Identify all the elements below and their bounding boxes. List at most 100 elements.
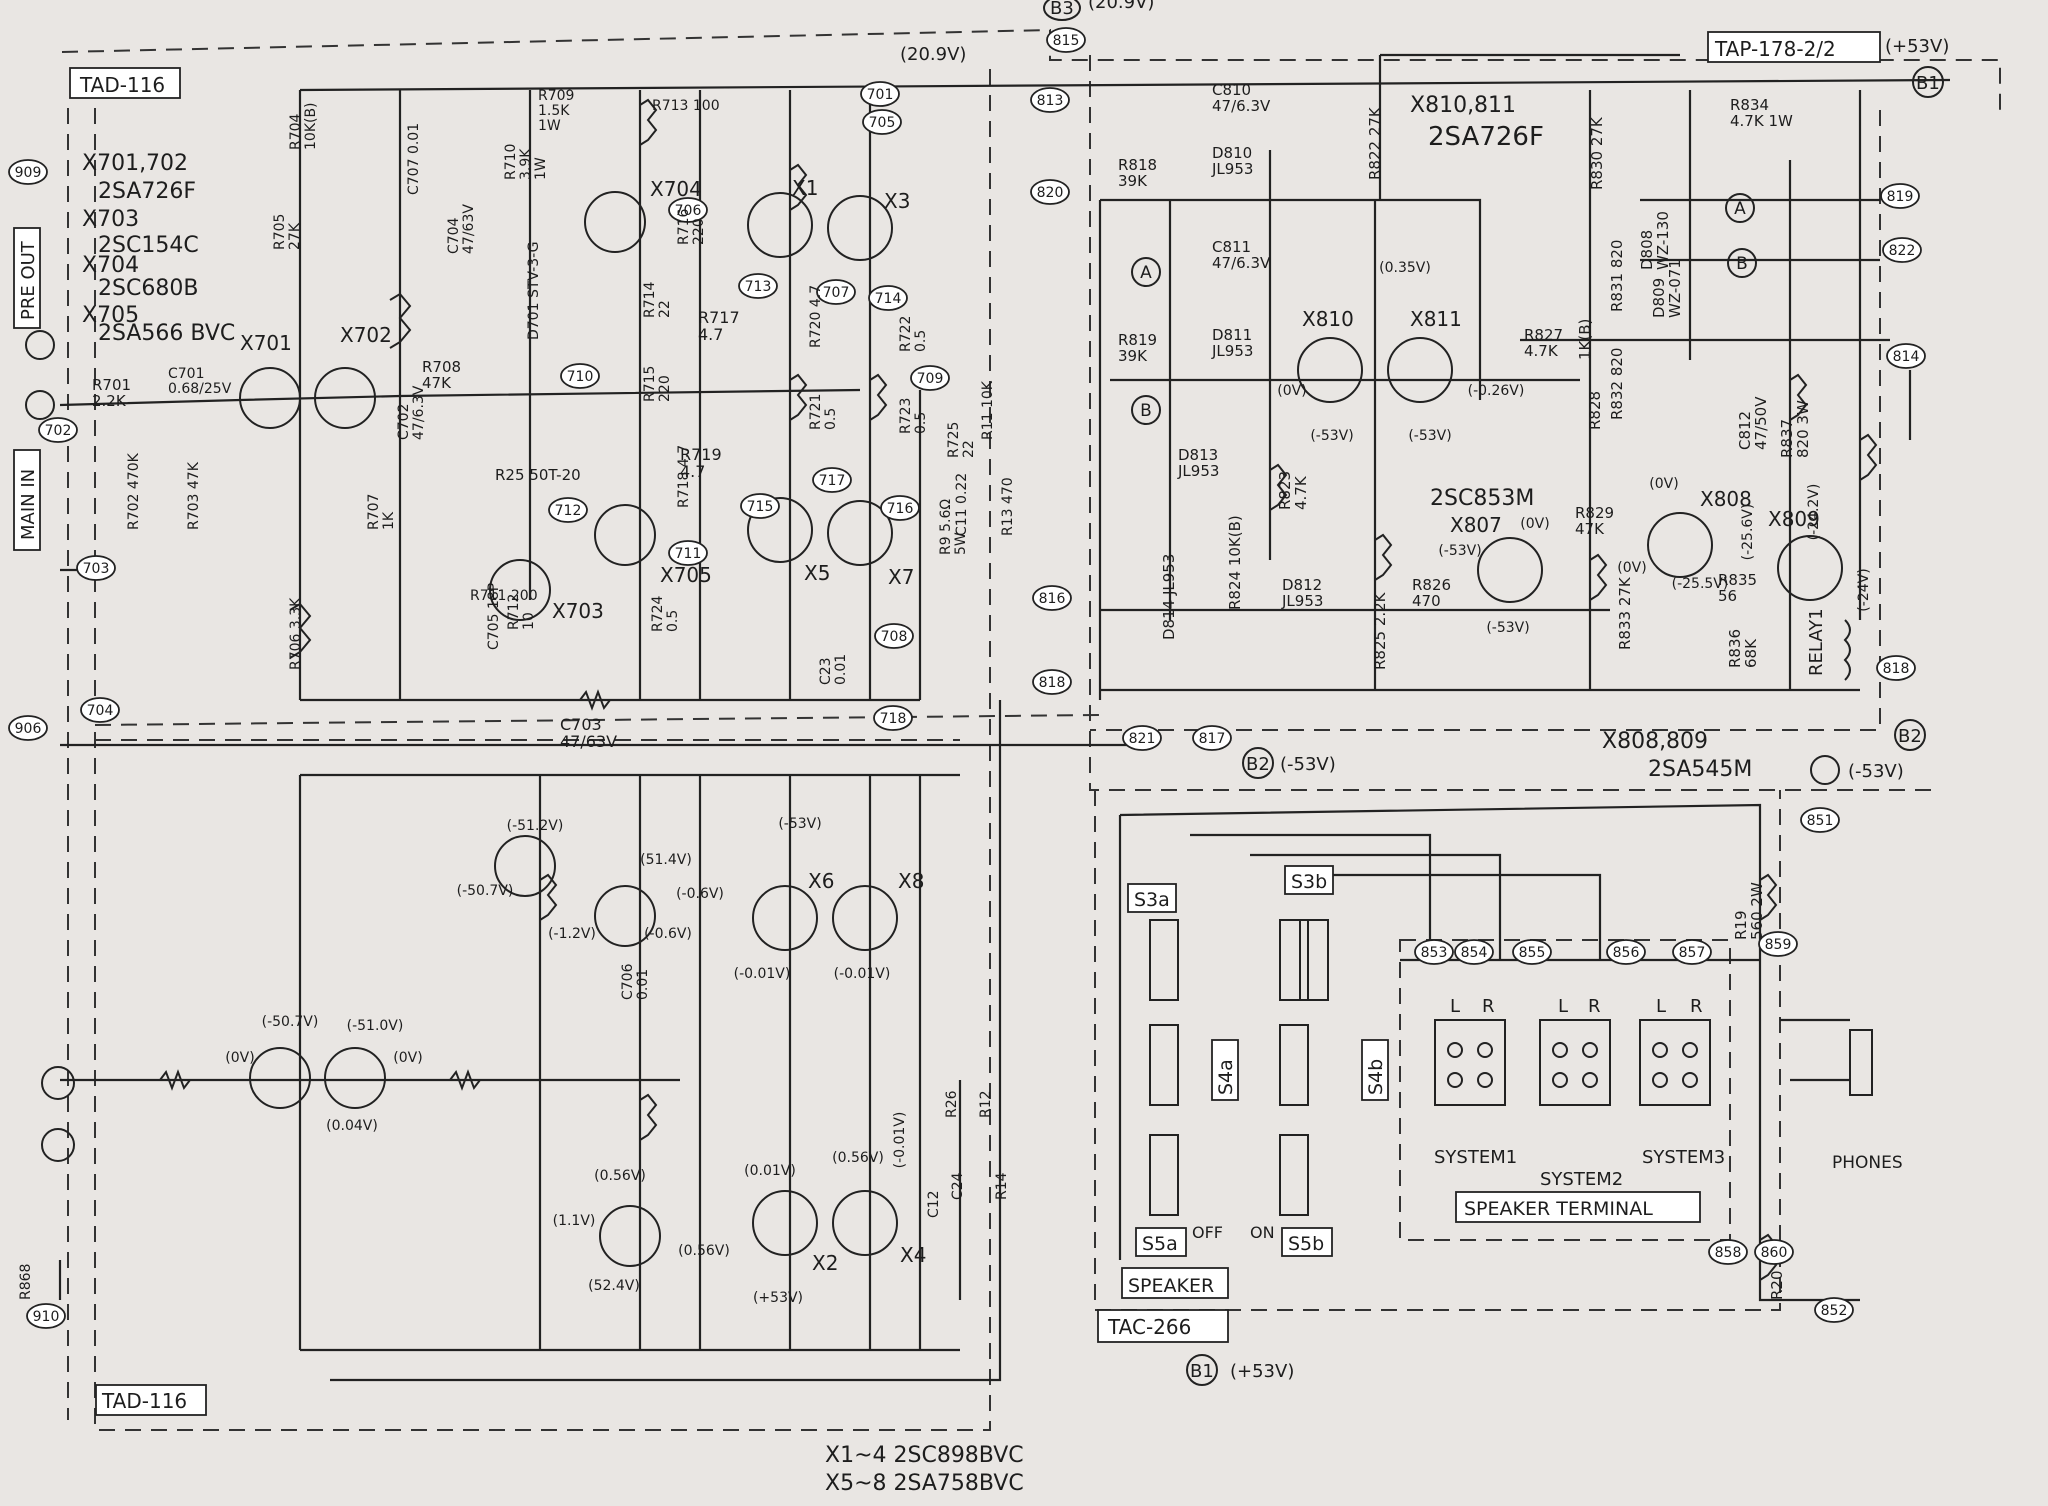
label-x705: X705 [660, 563, 712, 587]
node-706: 706 [668, 197, 708, 223]
voltage-text: (-24V) [1856, 568, 1872, 611]
component-label: R711 200 [470, 588, 538, 604]
rail-labels: (20.9V) B3 (20.9V) B1 B2 (-53V) B2 (-53V… [900, 0, 1944, 1386]
note-x703-type: 2SC154C [98, 233, 199, 258]
node-717: 717 [812, 467, 852, 493]
node-857: 857 [1672, 939, 1712, 965]
protection-component-label: R83668K [1726, 629, 1760, 668]
protection-component-label: R824 10K(B) [1226, 515, 1244, 610]
component-label: C11 0.22 [954, 473, 970, 536]
voltage-text: (-0.6V) [676, 886, 724, 902]
voltage-text: (0.56V) [678, 1243, 730, 1259]
marker-text: A [1140, 263, 1152, 283]
component-label: R70527K [272, 214, 303, 250]
note-x5-8: X5~8 2SA758BVC [825, 1471, 1024, 1496]
node-820: 820 [1030, 179, 1070, 205]
component-label: R703 47K [186, 461, 202, 530]
label-x809: X809 [1768, 507, 1820, 531]
voltage-label: (-53V) [1408, 428, 1451, 444]
node-text: 813 [1037, 93, 1064, 109]
voltage-label: (-0.01V) [734, 966, 791, 982]
voltage-label: (0.35V) [1379, 260, 1431, 276]
label-x6: X6 [808, 869, 834, 893]
marker-text: B [1140, 401, 1152, 421]
voltage-label: (0V) [1277, 383, 1306, 399]
phones-label: PHONES [1832, 1153, 1903, 1173]
voltage-text: (0.04V) [326, 1118, 378, 1134]
board-tad-bottom: TAD-116 [101, 1389, 187, 1413]
protection-component-label: R832 820 [1608, 348, 1626, 420]
node-text: 856 [1613, 945, 1640, 961]
protection-component-label: R837820 3W [1778, 400, 1812, 458]
note-x808-809-type: 2SA545M [1648, 757, 1752, 782]
component-label: C7060.01 [620, 963, 651, 1000]
transistor-x2 [752, 1190, 818, 1256]
label-x5: X5 [804, 561, 830, 585]
transistor-x704 [584, 191, 646, 253]
voltage-label: (-0.01V) [892, 1112, 908, 1169]
transistor-lower-input-b [324, 1047, 386, 1109]
protection-component-label: C81247/50V [1736, 396, 1770, 450]
voltage-text: (0.35V) [1379, 260, 1431, 276]
component-label: R14 [994, 1172, 1010, 1200]
node-709: 709 [910, 365, 950, 391]
node-821: 821 [1122, 725, 1162, 751]
marker-text: B [1736, 254, 1748, 274]
transistor-x7 [827, 500, 893, 566]
node-text: 855 [1519, 945, 1546, 961]
protection-component-label: R8234.7K [1276, 471, 1310, 510]
switch-s3b: S3b [1291, 871, 1327, 893]
protection-component-label: D814 JL953 [1160, 554, 1178, 640]
transistor-x6 [752, 885, 818, 951]
tap-voltage: (+53V) [1885, 36, 1949, 57]
voltage-text: (-50.7V) [262, 1014, 319, 1030]
note-x703: X703 [82, 207, 139, 232]
component-label: R7103.9K1W [503, 144, 549, 180]
voltage-text: (0V) [1277, 383, 1306, 399]
node-822: 822 [1882, 237, 1922, 263]
voltage-label: (-25.5V) [1672, 576, 1729, 592]
voltage-label: (-53V) [1438, 543, 1481, 559]
system3-label: SYSTEM3 [1642, 1147, 1725, 1168]
voltage-label: (-51.2V) [507, 818, 564, 834]
component-label: R715220 [642, 366, 673, 402]
node-text: 853 [1421, 945, 1448, 961]
marker-a: A [1131, 257, 1161, 287]
node-909: 909 [8, 159, 48, 185]
node-text: 714 [875, 291, 902, 307]
component-label: R702 470K [126, 452, 142, 530]
node-text: 703 [83, 561, 110, 577]
component-label: C70447/63V [446, 204, 477, 254]
voltage-label: (0V) [1520, 516, 1549, 532]
voltage-label: (0V) [1617, 560, 1646, 576]
node-text: 718 [880, 711, 907, 727]
node-text: 701 [867, 87, 894, 103]
protection-component-label: R868 [18, 1264, 34, 1300]
component-label: R7210.5 [808, 394, 839, 430]
node-707: 707 [816, 279, 856, 305]
node-text: 707 [823, 285, 850, 301]
voltage-text: (-51.0V) [347, 1018, 404, 1034]
marker-a: A [1725, 193, 1755, 223]
component-label: R70410K(B) [288, 102, 319, 150]
node-851: 851 [1800, 807, 1840, 833]
voltage-text: (-50.7V) [457, 883, 514, 899]
pre-out-label: PRE OUT [18, 240, 39, 320]
note-x704: X704 [82, 253, 139, 278]
protection-component-label: D809WZ-071 [1650, 259, 1684, 318]
voltage-label: (-0.26V) [1468, 383, 1525, 399]
component-label: C705 18P [486, 583, 502, 650]
label-x3: X3 [884, 189, 910, 213]
component-label: C707 0.01 [406, 123, 422, 195]
protection-component-label: R831 820 [1608, 240, 1626, 312]
node-text: 712 [555, 503, 582, 519]
voltage-label: (-50.7V) [262, 1014, 319, 1030]
b3-label: B3 [1050, 0, 1074, 19]
node-text: 709 [917, 371, 944, 387]
voltage-label: (0.56V) [678, 1243, 730, 1259]
node-text: 713 [745, 279, 772, 295]
